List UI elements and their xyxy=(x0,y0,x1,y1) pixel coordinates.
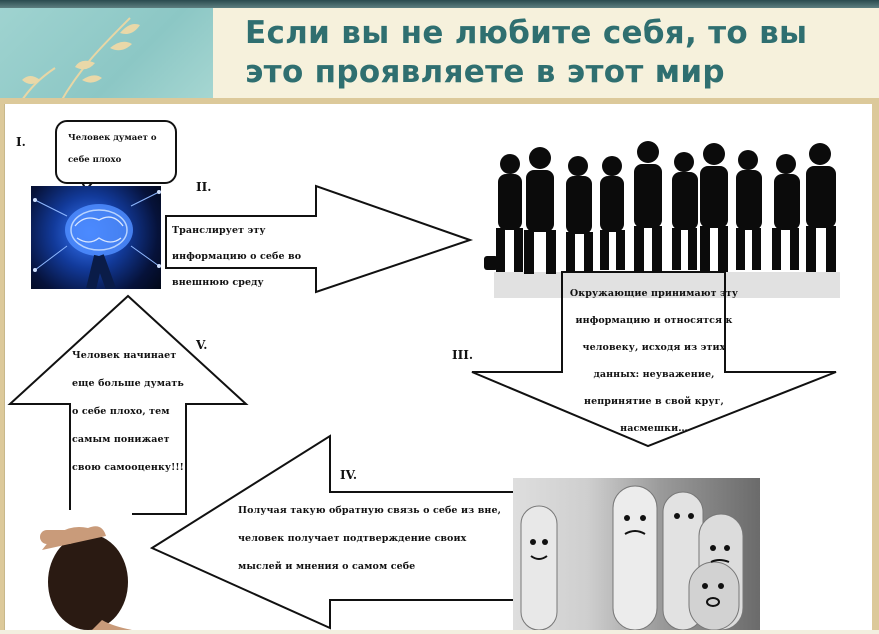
finger-faces-icon xyxy=(520,485,744,631)
brain-icon xyxy=(33,190,161,291)
step-1-numeral: I. xyxy=(16,135,26,149)
arrow-step-4 xyxy=(149,434,515,630)
decorative-header-panel xyxy=(0,8,213,105)
arrow-step-3 xyxy=(471,271,837,448)
slide-title: Если вы не любите себя, то вы это проявл… xyxy=(245,14,865,92)
header-title-panel xyxy=(213,8,879,105)
slide-title-line-2: это проявляете в этот мир xyxy=(245,54,725,90)
top-bar xyxy=(0,0,879,8)
step-4-text: Получая такую обратную связь о себе из в… xyxy=(238,505,501,572)
slide-title-line-1: Если вы не любите себя, то вы xyxy=(245,15,808,51)
step-2-text: Транслирует эту информацию о себе во вне… xyxy=(172,225,302,288)
crowd-silhouette-icon xyxy=(484,141,840,298)
person-head-image xyxy=(32,510,132,630)
step-3-text: Окружающие принимают эту информацию и от… xyxy=(569,288,739,434)
arrow-step-5 xyxy=(7,294,249,515)
step-2-numeral: II. xyxy=(196,180,212,194)
step-5-text: Человек начинает еще больше думать о себ… xyxy=(72,350,184,473)
speech-bubble xyxy=(55,120,177,184)
finger-faces-image xyxy=(513,478,760,631)
step-1-text: Человек думает о себе плохо xyxy=(68,133,157,165)
brain-image xyxy=(31,186,161,291)
step-5-numeral: V. xyxy=(196,338,208,352)
arrow-step-2 xyxy=(165,184,474,294)
person-head-icon xyxy=(40,526,132,630)
step-4-numeral: IV. xyxy=(340,468,358,482)
step-3-numeral: III. xyxy=(452,348,474,362)
